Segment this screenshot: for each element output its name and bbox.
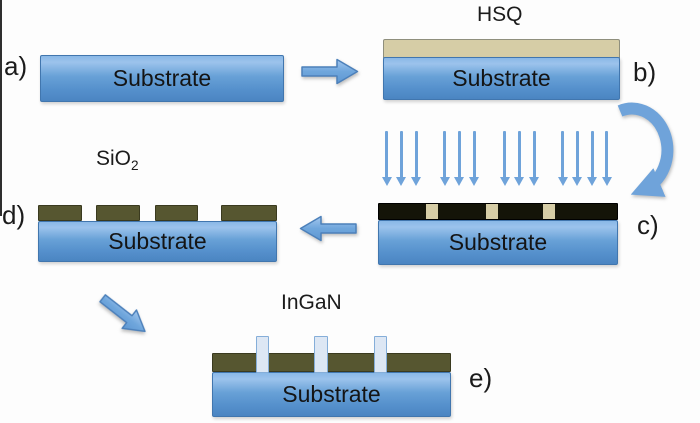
ingan-label: InGaN bbox=[281, 291, 342, 314]
down-arrow-icon bbox=[399, 131, 403, 178]
sio2-block bbox=[96, 205, 140, 221]
sio2-label: SiO2 bbox=[96, 147, 139, 174]
down-arrow-icon bbox=[385, 131, 388, 178]
substrate-label-d: Substrate bbox=[108, 228, 207, 254]
step-label-d: d) bbox=[2, 200, 26, 230]
down-arrow-icon bbox=[472, 131, 476, 178]
sio2-block bbox=[38, 205, 82, 221]
figure-edge-line bbox=[0, 0, 2, 216]
arrow-diagonal-icon bbox=[99, 294, 146, 333]
substrate-block-e: Substrate bbox=[212, 372, 451, 417]
down-arrow-icon bbox=[590, 131, 594, 178]
hsq-label: HSQ bbox=[477, 3, 523, 26]
down-arrow-icon bbox=[457, 131, 461, 178]
resist-layer-c bbox=[378, 203, 618, 220]
down-arrow-icon bbox=[575, 131, 579, 178]
down-arrow-icon bbox=[443, 131, 446, 178]
resist-gap bbox=[426, 204, 438, 219]
ingan-pillar bbox=[374, 336, 387, 373]
substrate-label-b: Substrate bbox=[452, 65, 551, 91]
down-arrow-icon bbox=[532, 131, 536, 178]
ebeam-exposure-arrows bbox=[0, 131, 700, 191]
down-arrow-icon bbox=[605, 131, 609, 178]
sio2-layer-e bbox=[212, 353, 451, 372]
substrate-label-a: Substrate bbox=[112, 65, 212, 91]
step-label-c: c) bbox=[637, 210, 659, 240]
step-label-e: e) bbox=[469, 363, 493, 393]
down-arrow-icon bbox=[561, 131, 564, 178]
down-arrow-icon bbox=[517, 131, 521, 178]
substrate-block-c: Substrate bbox=[378, 220, 618, 265]
step-label-a: a) bbox=[4, 51, 28, 81]
arrow-curved-down-icon bbox=[617, 102, 674, 197]
substrate-block-a: Substrate bbox=[40, 55, 284, 102]
resist-gap bbox=[486, 204, 498, 219]
sio2-block bbox=[221, 205, 277, 221]
down-arrow-icon bbox=[503, 131, 506, 178]
substrate-block-b: Substrate bbox=[383, 57, 620, 100]
sio2-block bbox=[155, 205, 198, 221]
ingan-pillar bbox=[314, 336, 328, 373]
substrate-block-d: Substrate bbox=[38, 221, 277, 262]
hsq-layer-b bbox=[383, 39, 620, 58]
arrow-left-icon bbox=[299, 215, 357, 242]
substrate-label-e: Substrate bbox=[282, 381, 381, 407]
ingan-pillar bbox=[256, 336, 269, 373]
down-arrow-icon bbox=[414, 131, 418, 178]
step-label-b: b) bbox=[633, 57, 657, 87]
substrate-label-c: Substrate bbox=[448, 229, 548, 255]
arrow-right-icon bbox=[301, 58, 359, 85]
resist-gap bbox=[543, 204, 555, 219]
